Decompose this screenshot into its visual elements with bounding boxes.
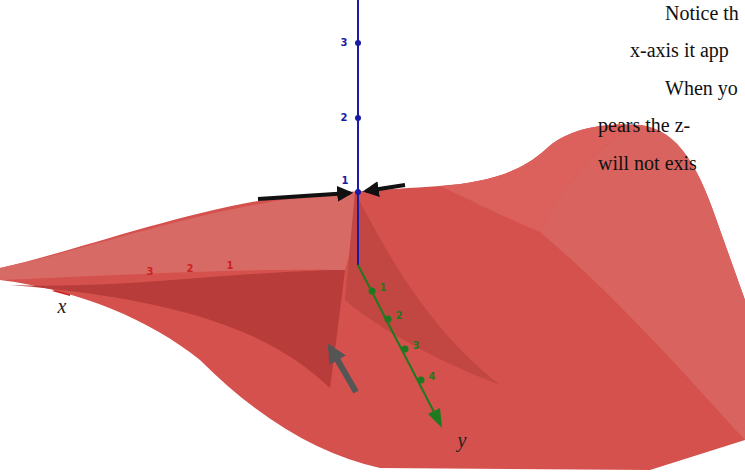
axis-tick: 3	[341, 38, 348, 48]
tick-dot	[355, 40, 361, 46]
pointer-arrow	[258, 193, 350, 199]
tick-dot	[418, 377, 425, 384]
axis-label: y	[458, 430, 467, 450]
tick-dot	[385, 316, 392, 323]
axis-tick: 4	[429, 372, 436, 382]
tick-dot	[369, 288, 376, 295]
axis-tick: 1	[380, 283, 387, 293]
axis-label: x	[58, 296, 67, 316]
axis-tick: 2	[396, 311, 403, 321]
surface-fold	[10, 270, 345, 388]
tick-dot	[355, 189, 361, 195]
body-text: x-axis it app	[630, 40, 729, 60]
y-axis-arrowhead	[428, 408, 442, 428]
surface-fold	[345, 192, 500, 385]
body-text: Notice th	[665, 3, 739, 23]
axis-tick: 1	[342, 176, 349, 186]
pointer-arrow	[366, 185, 405, 191]
tick-dot	[355, 115, 361, 121]
body-text: will not exis	[598, 153, 697, 173]
body-text: When yo	[665, 78, 738, 98]
axis-tick: 3	[147, 267, 154, 277]
tick-dot	[402, 346, 409, 353]
y-axis	[358, 265, 434, 412]
surface-sheet	[0, 124, 745, 470]
axis-tick: 1	[227, 261, 234, 271]
axis-tick: 2	[341, 113, 348, 123]
surface-sheet	[540, 125, 745, 440]
axis-tick: 2	[187, 264, 194, 274]
z-axis	[357, 0, 359, 265]
surface-sheet	[0, 192, 355, 280]
body-text: pears the z-	[598, 115, 690, 135]
axis-tick: 3	[413, 341, 420, 351]
pointer-arrow	[330, 347, 356, 392]
